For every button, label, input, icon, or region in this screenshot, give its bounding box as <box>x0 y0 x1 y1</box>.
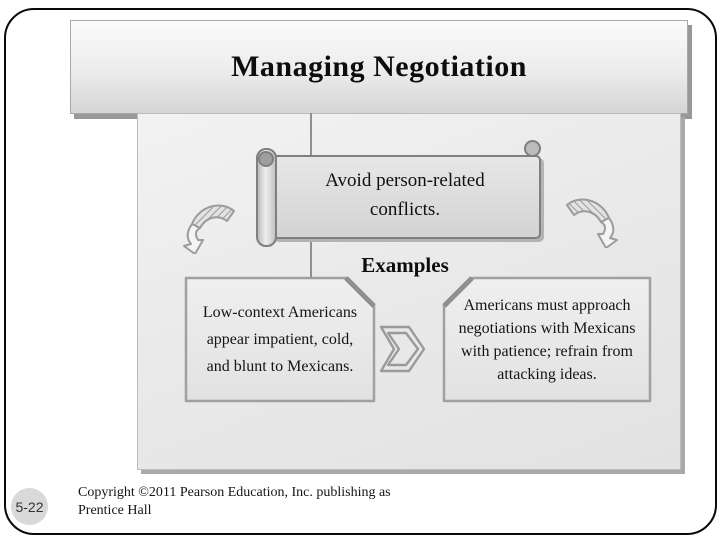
double-chevron-icon <box>379 325 426 373</box>
example-box-left-text: Low-context Americans appear impatient, … <box>202 304 358 375</box>
curved-arrow-right-icon <box>566 198 618 248</box>
footer-copyright-line1: Copyright ©2011 Pearson Education, Inc. … <box>78 485 391 500</box>
example-box-right-text: Americans must approach negotiations wit… <box>458 296 636 383</box>
page-number-badge: 5-22 <box>11 488 48 525</box>
example-box-left-text-block: Low-context Americans appear impatient, … <box>192 284 368 395</box>
curved-arrow-left-icon <box>183 204 235 254</box>
scroll-corner-curl-icon <box>524 140 541 157</box>
scroll-left-roll <box>256 148 277 247</box>
example-box-right <box>442 276 652 403</box>
slide-frame-border <box>4 8 717 535</box>
example-box-left <box>184 276 376 403</box>
title-bar: Managing Negotiation <box>70 20 688 114</box>
banner-text: Avoid person-related conflicts. <box>325 169 485 220</box>
scroll-roll-cap-icon <box>258 151 274 167</box>
example-box-right-text-block: Americans must approach negotiations wit… <box>450 284 644 395</box>
page-number: 5-22 <box>15 498 44 515</box>
banner-text-block: Avoid person-related conflicts. <box>280 158 530 232</box>
examples-heading: Examples <box>361 253 449 277</box>
slide-title: Managing Negotiation <box>231 50 527 83</box>
footer-copyright: Copyright ©2011 Pearson Education, Inc. … <box>78 484 398 520</box>
footer-copyright-line2: Prentice Hall <box>78 503 152 518</box>
